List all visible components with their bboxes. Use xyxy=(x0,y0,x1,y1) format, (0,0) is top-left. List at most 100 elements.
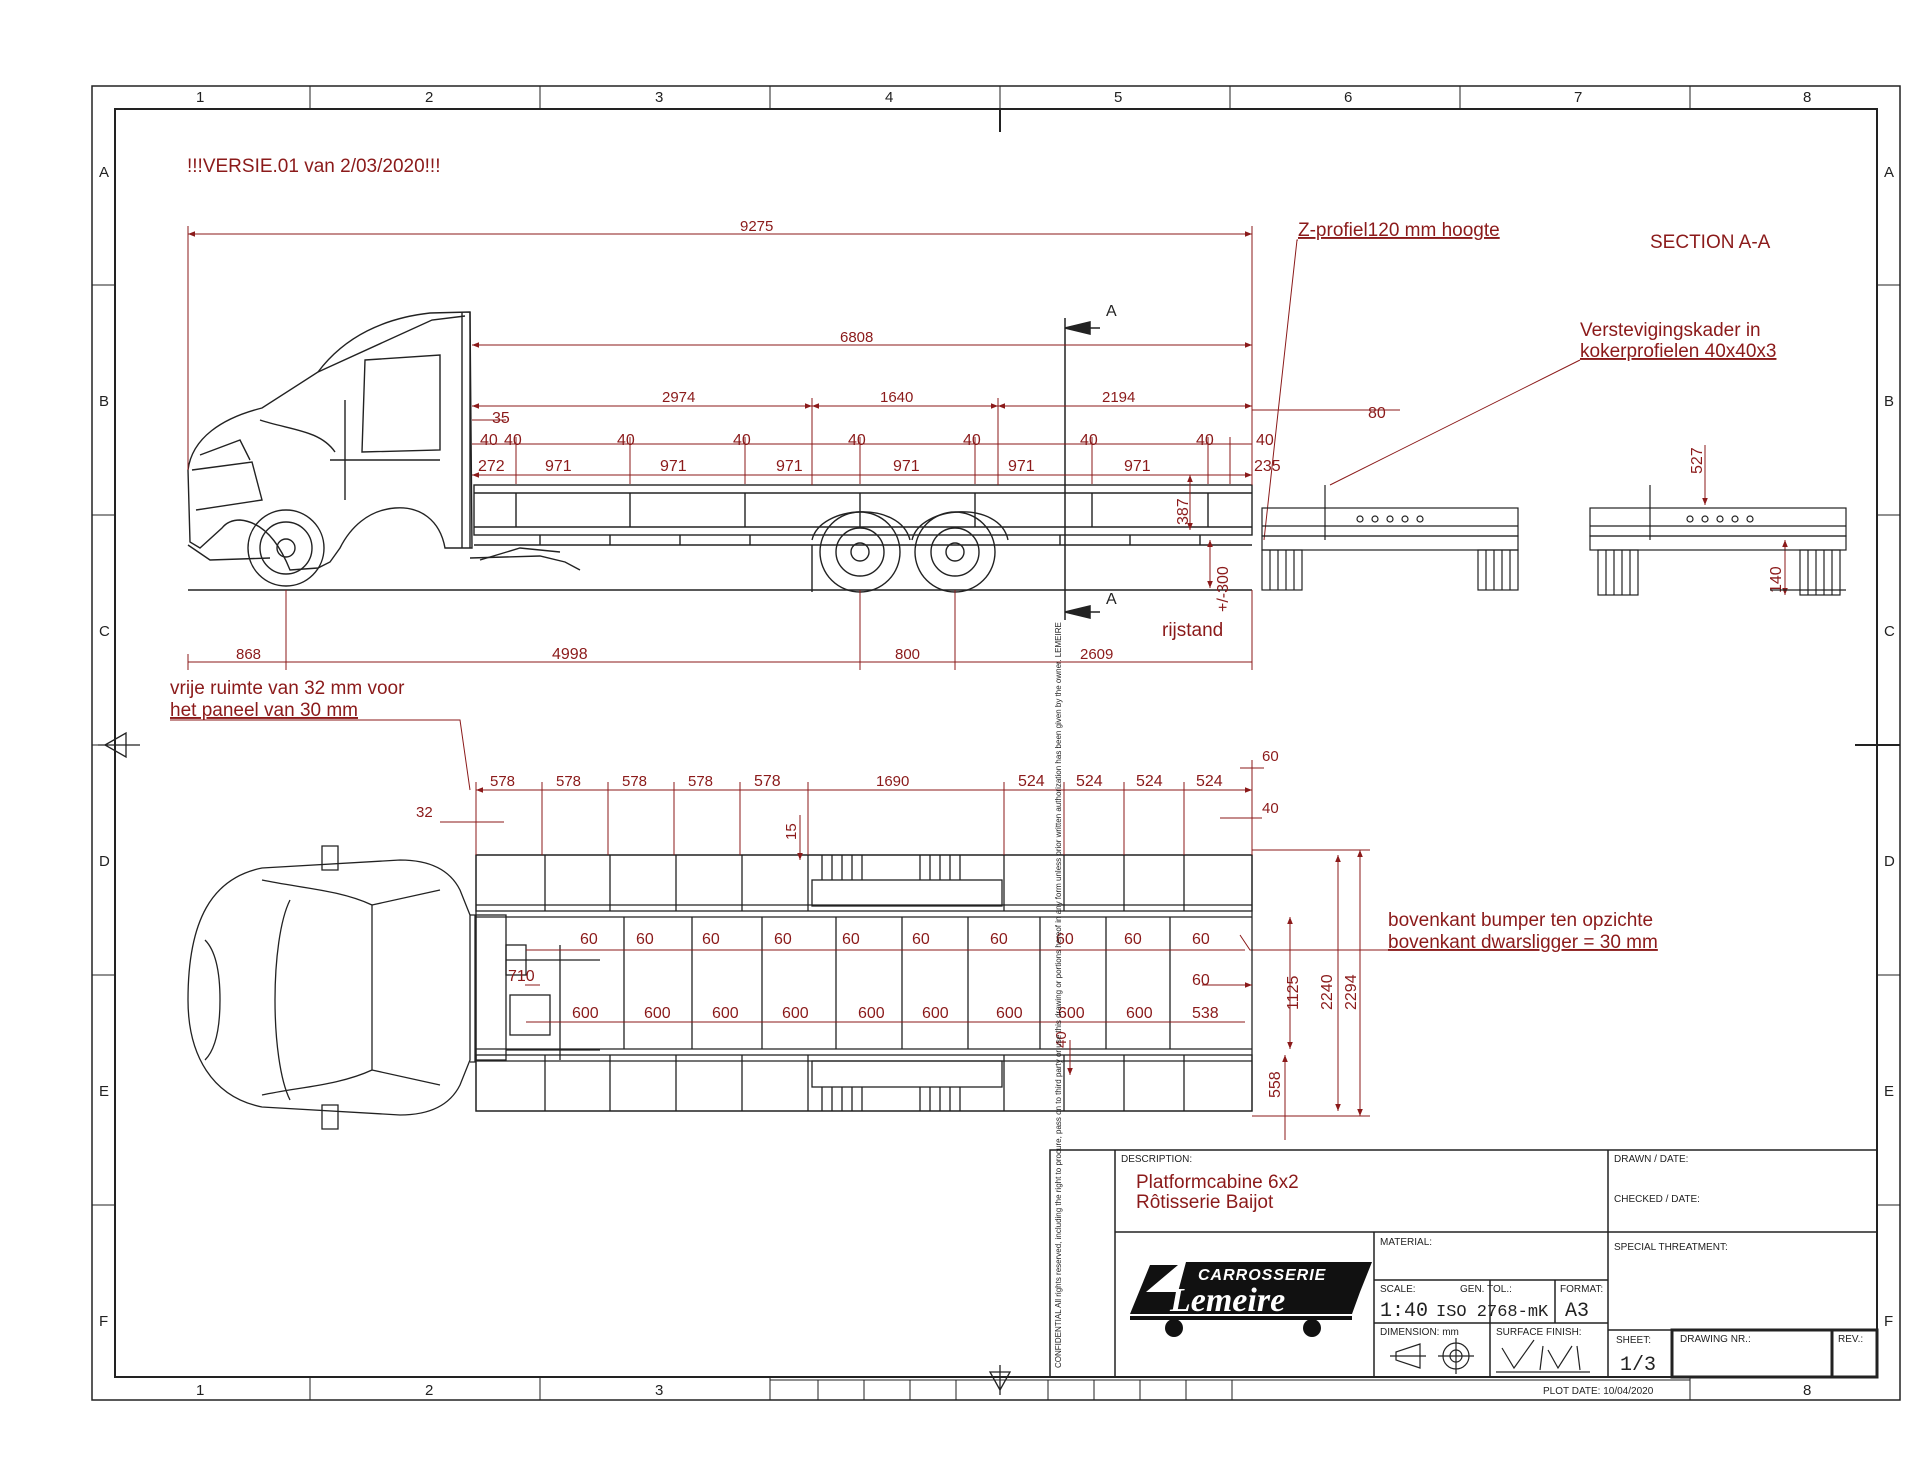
grid-col-4: 4 xyxy=(885,89,893,106)
dim-971-a: 971 xyxy=(545,458,572,475)
grid-row-d-right: D xyxy=(1884,853,1895,870)
dim-600-g: 600 xyxy=(996,1005,1023,1022)
section-cut-line xyxy=(1064,318,1100,620)
plot-date: PLOT DATE: 10/04/2020 xyxy=(1543,1386,1654,1397)
revision-label: REV.: xyxy=(1838,1334,1863,1345)
grid-ticks xyxy=(92,86,1900,1400)
sheet-frame xyxy=(91,85,1901,1401)
dim-971-e: 971 xyxy=(1008,458,1035,475)
dim-front-overhang: 868 xyxy=(236,646,261,663)
dim-15: 15 xyxy=(783,823,800,840)
grid-col-3: 3 xyxy=(655,89,663,106)
truck-top-view xyxy=(187,845,600,1130)
dim-axle-spacing: 800 xyxy=(895,646,920,663)
dim-578-d: 578 xyxy=(688,773,713,790)
dim-total-length: 9275 xyxy=(740,218,773,235)
bumper-note-line2: bovenkant dwarsligger = 30 mm xyxy=(1388,932,1658,953)
section-title: SECTION A-A xyxy=(1650,232,1771,253)
dim-40-a: 40 xyxy=(480,432,498,449)
dim-538: 538 xyxy=(1192,1005,1219,1022)
logo-text-main: Lemeire xyxy=(1169,1282,1285,1319)
sheet-label: SHEET: xyxy=(1616,1335,1651,1346)
dim-60-r1-d: 60 xyxy=(774,931,792,948)
dim-60-r1-f: 60 xyxy=(912,931,930,948)
dim-578-e: 578 xyxy=(754,773,781,790)
dim-40-d: 40 xyxy=(733,432,751,449)
grid-row-e-right: E xyxy=(1884,1083,1894,1100)
dim-524-a: 524 xyxy=(1018,773,1045,790)
format-value: A3 xyxy=(1565,1300,1589,1323)
grid-col-2-bottom: 2 xyxy=(425,1382,433,1399)
scale-value: 1:40 xyxy=(1380,1300,1428,1323)
section-mark-top: A xyxy=(1106,303,1117,320)
dim-1125: 1125 xyxy=(1285,975,1302,1010)
dim-40-b: 40 xyxy=(504,432,522,449)
description-label: DESCRIPTION: xyxy=(1121,1154,1192,1165)
grid-col-1: 1 xyxy=(196,89,204,106)
surface-finish-icon xyxy=(1496,1339,1590,1373)
dim-971-f: 971 xyxy=(1124,458,1151,475)
confidential-notice: CONFIDENTIAL All rights reserved, includ… xyxy=(1054,622,1063,1368)
bumper-note-line1: bovenkant bumper ten opzichte xyxy=(1388,910,1653,931)
dim-971-c: 971 xyxy=(776,458,803,475)
dim-235: 235 xyxy=(1254,458,1281,475)
grid-row-f-right: F xyxy=(1884,1313,1893,1330)
grid-row-c: C xyxy=(99,623,110,640)
side-view-extension-ticks xyxy=(515,437,1231,484)
reinforcement-note-line2: kokerprofielen 40x40x3 xyxy=(1580,341,1776,362)
grid-col-8-bottom: 8 xyxy=(1803,1382,1811,1399)
version-note: !!!VERSIE.01 van 2/03/2020!!! xyxy=(187,156,441,177)
dim-wheelbase: 4998 xyxy=(552,646,588,663)
truck-side-view xyxy=(187,311,1253,593)
dim-40-g: 40 xyxy=(1080,432,1098,449)
format-label: FORMAT: xyxy=(1560,1284,1603,1295)
dim-60-r1-b: 60 xyxy=(636,931,654,948)
grid-col-7: 7 xyxy=(1574,89,1582,106)
dim-578-b: 578 xyxy=(556,773,581,790)
plot-strip xyxy=(770,1379,1690,1400)
dim-35: 35 xyxy=(492,410,510,427)
company-logo: CARROSSERIE Lemeire xyxy=(1130,1262,1372,1337)
special-treatment-label: SPECIAL THREATMENT: xyxy=(1614,1242,1728,1253)
grid-col-1-bottom: 1 xyxy=(196,1382,204,1399)
grid-row-a: A xyxy=(99,164,109,181)
dim-60-r1-i: 60 xyxy=(1124,931,1142,948)
side-view-dimension-lines xyxy=(187,226,1788,670)
grid-col-5: 5 xyxy=(1114,89,1122,106)
dim-80: 80 xyxy=(1368,405,1386,422)
grid-col-6: 6 xyxy=(1344,89,1352,106)
projection-symbol-icon xyxy=(1390,1338,1474,1374)
material-label: MATERIAL: xyxy=(1380,1237,1432,1248)
rear-elevation-view xyxy=(1261,485,1519,591)
dim-272: 272 xyxy=(478,458,505,475)
dim-32: 32 xyxy=(416,804,433,821)
grid-row-b-right: B xyxy=(1884,393,1894,410)
dim-40-h: 40 xyxy=(1196,432,1214,449)
grid-row-f: F xyxy=(99,1313,108,1330)
dim-60-r1-g: 60 xyxy=(990,931,1008,948)
dim-578-c: 578 xyxy=(622,773,647,790)
grid-row-c-right: C xyxy=(1884,623,1895,640)
dim-40-top: 40 xyxy=(1262,800,1279,817)
gen-tol-label: GEN. TOL.: xyxy=(1460,1284,1512,1295)
grid-row-b: B xyxy=(99,393,109,410)
dim-60-r1-c: 60 xyxy=(702,931,720,948)
dim-40-inner: 40 xyxy=(1053,1031,1070,1048)
dim-600-e: 600 xyxy=(858,1005,885,1022)
sheet-value: 1/3 xyxy=(1620,1354,1656,1377)
dimension-label: DIMENSION: mm xyxy=(1380,1327,1459,1338)
grid-row-a-right: A xyxy=(1884,164,1894,181)
dim-40-f: 40 xyxy=(963,432,981,449)
dim-600-f: 600 xyxy=(922,1005,949,1022)
clearance-note-line1: vrije ruimte van 32 mm voor xyxy=(170,678,405,699)
checked-label: CHECKED / DATE: xyxy=(1614,1194,1700,1205)
dim-387: 387 xyxy=(1175,498,1192,525)
surface-finish-label: SURFACE FINISH: xyxy=(1496,1327,1582,1338)
section-mark-bottom: A xyxy=(1106,591,1117,608)
title-block-grid xyxy=(1049,1149,1879,1379)
dim-seg-rear: 2194 xyxy=(1102,389,1135,406)
dim-body-length: 6808 xyxy=(840,329,873,346)
dim-60-r1-e: 60 xyxy=(842,931,860,948)
platform-top-view xyxy=(475,854,1253,1112)
